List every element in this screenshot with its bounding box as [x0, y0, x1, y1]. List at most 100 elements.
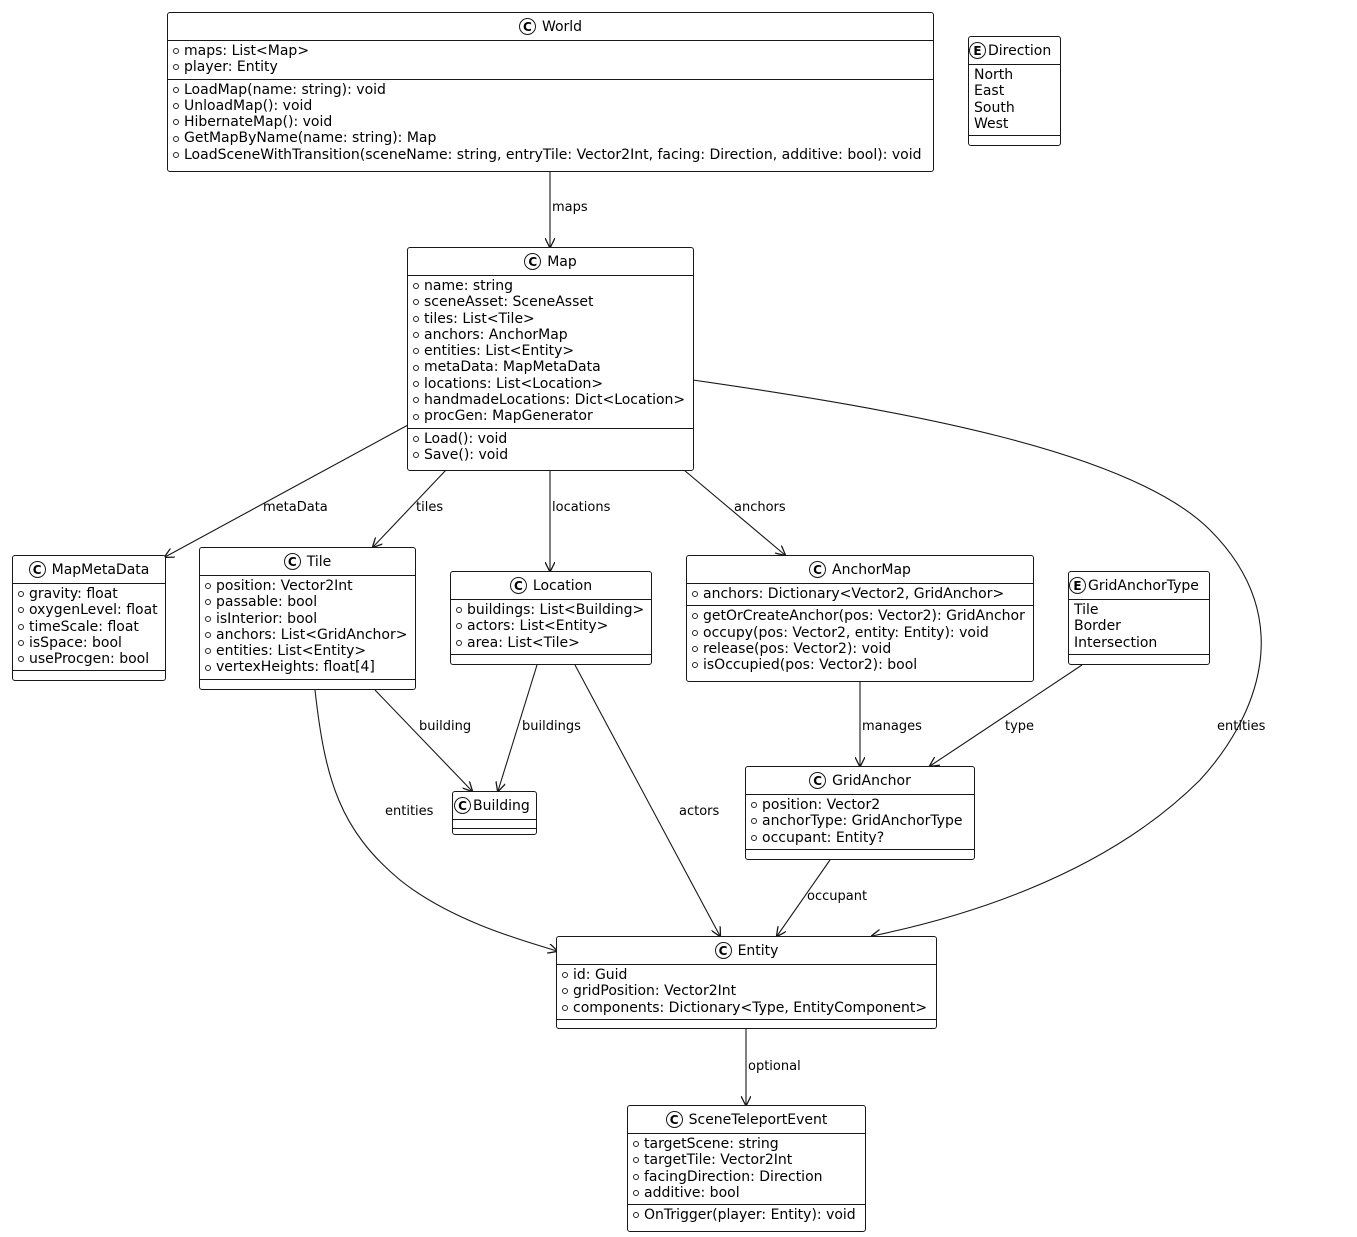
class-sceneteleportevent-header: C SceneTeleportEvent [628, 1106, 865, 1134]
class-mapmetadata-header: C MapMetaData [13, 556, 165, 584]
public-visibility-icon [18, 656, 24, 663]
method: HibernateMap(): void [168, 114, 933, 130]
attribute: targetTile: Vector2Int [628, 1152, 865, 1168]
class-name: Map [547, 253, 577, 270]
edge-label-optional: optional [748, 1059, 801, 1074]
enum-literal: South [974, 99, 1015, 116]
public-visibility-icon [18, 591, 24, 598]
empty-attributes-section [453, 820, 536, 829]
method: Load(): void [408, 431, 693, 447]
class-stereotype-icon: C [665, 1111, 683, 1128]
public-visibility-icon [456, 607, 462, 614]
edge-label-occupant: occupant [807, 889, 868, 904]
public-visibility-icon [413, 348, 419, 355]
empty-section [746, 850, 974, 861]
attribute: procGen: MapGenerator [408, 408, 693, 424]
attributes-section: targetScene: string targetTile: Vector2I… [628, 1134, 865, 1206]
public-visibility-icon [692, 662, 698, 669]
edge-map-tile [373, 469, 447, 547]
attribute: anchors: AnchorMap [408, 327, 693, 343]
method: LoadSceneWithTransition(sceneName: strin… [168, 147, 933, 163]
edge-label-building: building [419, 719, 472, 734]
class-stereotype-icon: C [809, 772, 827, 789]
public-visibility-icon [562, 972, 568, 979]
class-stereotype-icon: C [28, 561, 46, 578]
attribute: buildings: List<Building> [451, 602, 651, 618]
enum-literal: Intersection [1074, 634, 1158, 651]
public-visibility-icon [692, 591, 698, 598]
attribute: anchors: List<GridAnchor> [200, 627, 415, 643]
public-visibility-icon [751, 818, 757, 825]
edge-label-metadata: metaData [263, 500, 328, 515]
public-visibility-icon [413, 397, 419, 404]
public-visibility-icon [173, 119, 179, 126]
class-name: SceneTeleportEvent [688, 1111, 828, 1128]
attribute: entities: List<Entity> [408, 343, 693, 359]
attributes-section: id: Guid gridPosition: Vector2Int compon… [557, 965, 936, 1020]
public-visibility-icon [205, 632, 211, 639]
attribute: components: Dictionary<Type, EntityCompo… [557, 1000, 936, 1016]
attributes-section: name: string sceneAsset: SceneAsset tile… [408, 276, 693, 429]
enum-name: GridAnchorType [1088, 577, 1199, 594]
public-visibility-icon [173, 64, 179, 71]
attribute: occupant: Entity? [746, 830, 974, 846]
public-visibility-icon [413, 435, 419, 442]
edge-label-tiles: tiles [416, 500, 444, 515]
public-visibility-icon [751, 802, 757, 809]
attribute: player: Entity [168, 59, 933, 75]
public-visibility-icon [205, 583, 211, 590]
class-mapmetadata: C MapMetaData gravity: float oxygenLevel:… [12, 555, 166, 681]
attribute: handmadeLocations: Dict<Location> [408, 392, 693, 408]
attribute: area: List<Tile> [451, 635, 651, 651]
public-visibility-icon [413, 283, 419, 290]
attributes-section: gravity: float oxygenLevel: float timeSc… [13, 584, 165, 672]
enum-stereotype-icon: E [1069, 577, 1086, 594]
method: Save(): void [408, 447, 693, 463]
class-name: Tile [306, 553, 332, 570]
attribute: position: Vector2Int [200, 578, 415, 594]
literals-section: North East South West [969, 65, 1060, 137]
attribute: oxygenLevel: float [13, 602, 165, 618]
public-visibility-icon [456, 639, 462, 646]
public-visibility-icon [562, 988, 568, 995]
public-visibility-icon [18, 640, 24, 647]
literals-section: Tile Border Intersection [1069, 600, 1209, 655]
class-stereotype-icon: C [809, 561, 827, 578]
edge-label-buildings: buildings [522, 719, 581, 734]
public-visibility-icon [18, 607, 24, 614]
edge-map-entity [692, 379, 1262, 936]
enum-stereotype-icon: E [969, 42, 986, 59]
attribute: position: Vector2 [746, 797, 974, 813]
class-gridanchor-header: C GridAnchor [746, 767, 974, 795]
attribute: id: Guid [557, 967, 936, 983]
enum-literal: Tile [1074, 602, 1099, 618]
public-visibility-icon [173, 48, 179, 55]
class-name: Location [532, 577, 593, 594]
edge-label-anchors: anchors [734, 500, 786, 515]
public-visibility-icon [633, 1141, 639, 1148]
attributes-section: position: Vector2Int passable: bool isIn… [200, 576, 415, 680]
public-visibility-icon [562, 1004, 568, 1011]
edge-label-type: type [1005, 719, 1035, 734]
methods-section: OnTrigger(player: Entity): void [628, 1205, 865, 1226]
public-visibility-icon [205, 615, 211, 622]
public-visibility-icon [173, 151, 179, 158]
method: release(pos: Vector2): void [687, 641, 1033, 657]
public-visibility-icon [205, 599, 211, 606]
empty-section [200, 680, 415, 691]
public-visibility-icon [173, 86, 179, 93]
attribute: facingDirection: Direction [628, 1169, 865, 1185]
class-name: GridAnchor [832, 772, 911, 789]
edge-map-anchormap [683, 469, 785, 555]
public-visibility-icon [692, 613, 698, 620]
class-name: MapMetaData [51, 561, 150, 578]
attribute: name: string [408, 278, 693, 294]
attribute: targetScene: string [628, 1136, 865, 1152]
